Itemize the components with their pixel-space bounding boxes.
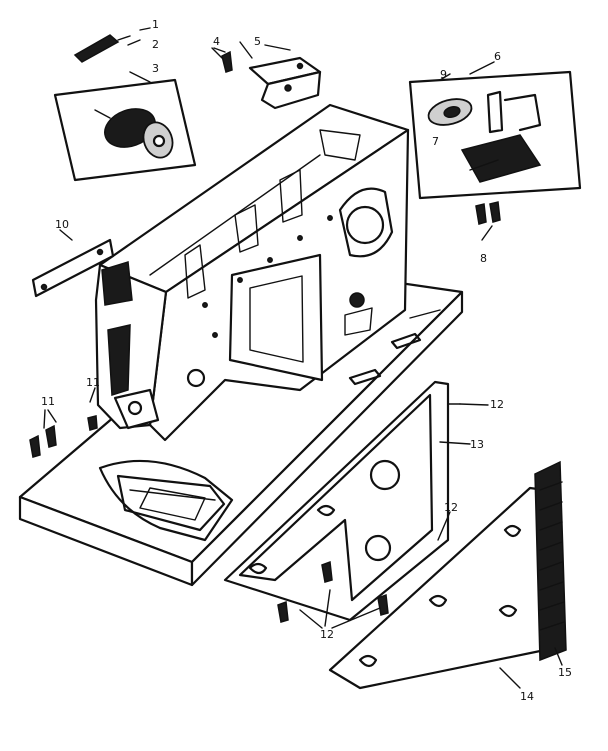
callout-3: 3 xyxy=(152,62,159,75)
callout-9: 9 xyxy=(440,68,447,81)
callout-14: 14 xyxy=(520,690,534,703)
callout-5: 5 xyxy=(254,35,261,48)
callout-2: 2 xyxy=(152,38,159,51)
callout-4: 4 xyxy=(213,35,220,48)
part-1-2-hardware xyxy=(73,27,151,63)
part-3-motor-box xyxy=(53,71,197,182)
leader-lines xyxy=(43,44,563,689)
callout-12-right: 12 xyxy=(444,501,458,514)
part-10-plate xyxy=(31,229,115,298)
callout-12-bottom: 12 xyxy=(320,628,334,641)
misc-screws xyxy=(29,403,461,623)
callout-6: 6 xyxy=(494,50,501,63)
callout-7: 7 xyxy=(432,135,439,148)
part-13-gasket-frame xyxy=(223,380,450,622)
callout-10: 10 xyxy=(55,218,69,231)
part-6-component-box xyxy=(408,70,582,241)
main-frame-arm xyxy=(94,103,410,442)
callout-labels: 1 2 3 4 5 6 7 8 9 10 11 12 12 12 13 14 1… xyxy=(41,18,572,703)
callout-11: 11 xyxy=(86,376,100,389)
callout-12-top: 12 xyxy=(490,398,504,411)
callout-left-screws: 11 xyxy=(41,395,55,408)
callout-1: 1 xyxy=(152,18,159,31)
callout-13: 13 xyxy=(470,438,484,451)
callout-8: 8 xyxy=(480,252,487,265)
callout-15: 15 xyxy=(558,666,572,679)
part-15-grille xyxy=(534,460,567,662)
part-5-bracket xyxy=(221,41,322,110)
